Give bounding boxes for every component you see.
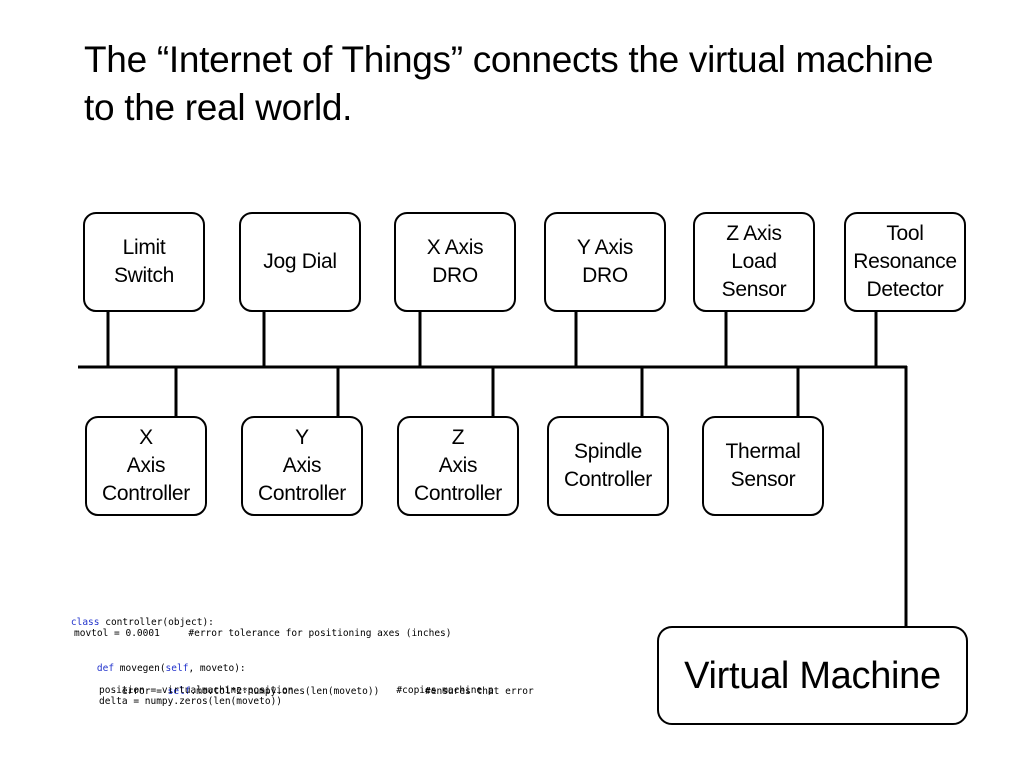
code-line: class controller(object): [48, 605, 214, 640]
code-keyword: self [167, 685, 191, 697]
node-label: Limit Switch [113, 236, 175, 287]
node-y-axis-controller: Y Axis Controller [241, 416, 363, 516]
code-line: position = virtualmachine.position #copi… [99, 685, 494, 696]
node-spindle-controller: Spindle Controller [547, 416, 669, 516]
node-label: Spindle Controller [563, 440, 653, 491]
node-z-axis-load-sensor: Z Axis Load Sensor [693, 212, 815, 312]
code-line: error = self.movtol*2*numpy.ones(len(mov… [99, 674, 534, 709]
node-label: Y Axis Controller [257, 426, 347, 505]
node-label: Jog Dial [263, 250, 337, 273]
code-line: movtol = 0.0001 #error tolerance for pos… [74, 628, 452, 639]
node-y-axis-dro: Y Axis DRO [544, 212, 666, 312]
node-label: Z Axis Load Sensor [721, 222, 787, 301]
node-tool-resonance-detector: Tool Resonance Detector [844, 212, 966, 312]
code-text: , moveto): [188, 662, 246, 674]
node-label: Z Axis Controller [413, 426, 503, 505]
code-keyword: def [96, 662, 115, 674]
node-label: Y Axis DRO [576, 236, 634, 287]
node-thermal-sensor: Thermal Sensor [702, 416, 824, 516]
node-x-axis-controller: X Axis Controller [85, 416, 207, 516]
node-label: Tool Resonance Detector [853, 222, 957, 301]
code-line: delta = numpy.zeros(len(moveto)) [99, 696, 283, 707]
node-label: Thermal Sensor [725, 440, 801, 491]
code-keyword: self [165, 662, 189, 674]
node-label: X Axis Controller [101, 426, 191, 505]
node-z-axis-controller: Z Axis Controller [397, 416, 519, 516]
code-text: error = [121, 685, 168, 697]
code-text: .movtol*2*numpy.ones(len(moveto)) #ensur… [190, 685, 534, 697]
code-line: def movegen(self, moveto): [74, 651, 246, 686]
node-x-axis-dro: X Axis DRO [394, 212, 516, 312]
node-limit-switch: Limit Switch [83, 212, 205, 312]
slide-title: The “Internet of Things” connects the vi… [84, 39, 934, 128]
code-keyword: class [70, 616, 100, 628]
node-jog-dial: Jog Dial [239, 212, 361, 312]
node-label: X Axis DRO [426, 236, 484, 287]
node-virtual-machine: Virtual Machine [657, 626, 968, 725]
node-label: Virtual Machine [684, 654, 941, 697]
code-text: controller(object): [99, 616, 214, 628]
code-text: movegen( [114, 662, 166, 674]
